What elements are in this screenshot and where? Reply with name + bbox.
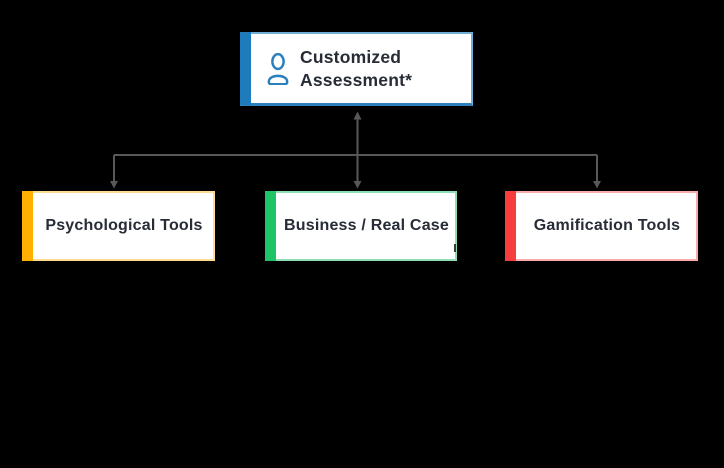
accent-bar xyxy=(22,191,33,261)
node-label: Gamification Tools xyxy=(533,217,681,234)
node-label: Business / Real Case xyxy=(284,217,449,234)
node-business-real-case: Business / Real Case xyxy=(265,191,457,261)
node-gamification-tools: Gamification Tools xyxy=(505,191,698,261)
arrowhead-down-icon xyxy=(593,181,601,189)
node-psychological-tools: Psychological Tools xyxy=(22,191,215,261)
accent-bar xyxy=(505,191,516,261)
caret-artifact xyxy=(454,244,456,252)
arrowhead-down-icon xyxy=(110,181,118,189)
node-label: Customized Assessment* xyxy=(300,46,413,90)
node-customized-assessment: Customized Assessment* xyxy=(240,32,473,106)
node-label: Psychological Tools xyxy=(45,217,203,234)
accent-bar xyxy=(265,191,276,261)
arrowhead-down-icon xyxy=(353,181,362,189)
arrowhead-up-icon xyxy=(353,111,362,120)
accent-bar xyxy=(240,32,251,105)
person-icon xyxy=(264,52,292,85)
